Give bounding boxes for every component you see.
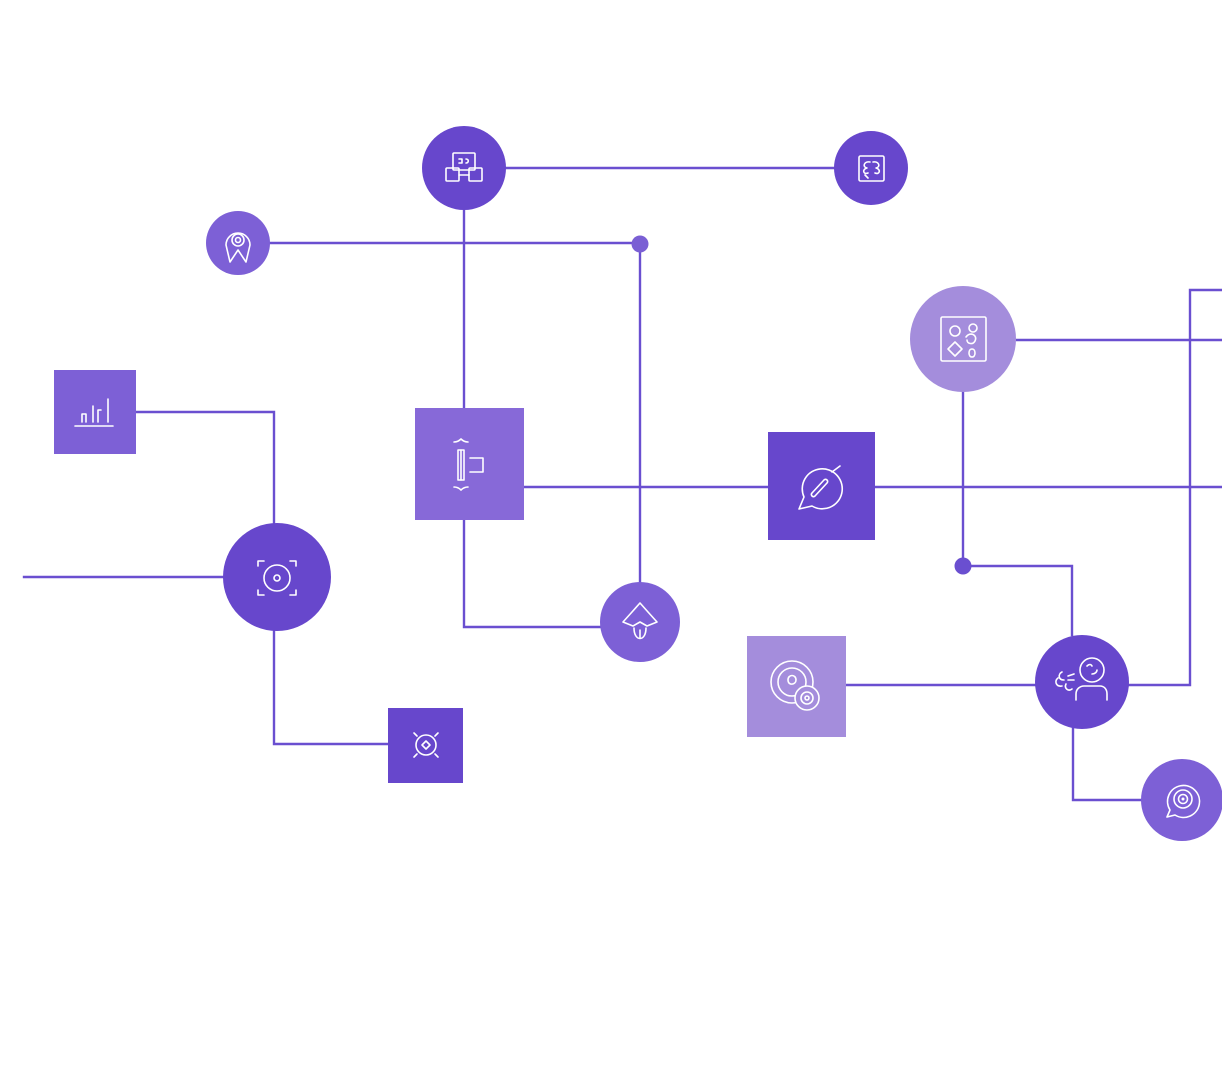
location-pin-icon bbox=[225, 232, 251, 263]
butterfly-card-icon bbox=[858, 155, 885, 182]
person-voice-icon bbox=[1055, 657, 1108, 701]
location-pin-node bbox=[206, 211, 270, 275]
disc-layers-icon bbox=[770, 660, 820, 711]
butterfly-card-node bbox=[834, 131, 908, 205]
bar-chart-node bbox=[54, 370, 136, 454]
junction-dot bbox=[954, 557, 972, 575]
game-board-node bbox=[910, 286, 1016, 392]
connector-person-to-right-bus bbox=[1127, 288, 1222, 687]
target-focus-icon bbox=[257, 560, 297, 596]
person-voice-node bbox=[1035, 635, 1129, 729]
spider-node bbox=[600, 582, 680, 662]
connector-junction-to-person bbox=[961, 564, 1074, 637]
diagram-nodes bbox=[54, 126, 1222, 841]
text-cursor-icon bbox=[453, 438, 484, 491]
robot-face-icon bbox=[413, 732, 439, 758]
game-board-icon bbox=[940, 316, 987, 362]
spider-icon bbox=[622, 602, 658, 640]
cube-hub-node bbox=[422, 126, 506, 210]
robot-face-node bbox=[388, 708, 463, 783]
connector-chart-to-target bbox=[134, 410, 276, 526]
connector-target-to-robot bbox=[272, 629, 391, 746]
chat-tool-node bbox=[768, 432, 875, 540]
bar-chart-icon bbox=[74, 398, 114, 427]
text-cursor-node bbox=[415, 408, 524, 520]
speech-target-icon bbox=[1166, 784, 1201, 819]
speech-target-node bbox=[1141, 759, 1222, 841]
connector-cursor-to-spider bbox=[462, 518, 603, 629]
disc-layers-node bbox=[747, 636, 846, 737]
connector-person-to-speech bbox=[1071, 727, 1144, 802]
cube-hub-icon bbox=[445, 152, 483, 182]
chat-tool-icon bbox=[798, 465, 843, 510]
connector-lines bbox=[22, 166, 1222, 802]
junction-dot bbox=[631, 235, 649, 253]
target-focus-node bbox=[223, 523, 331, 631]
